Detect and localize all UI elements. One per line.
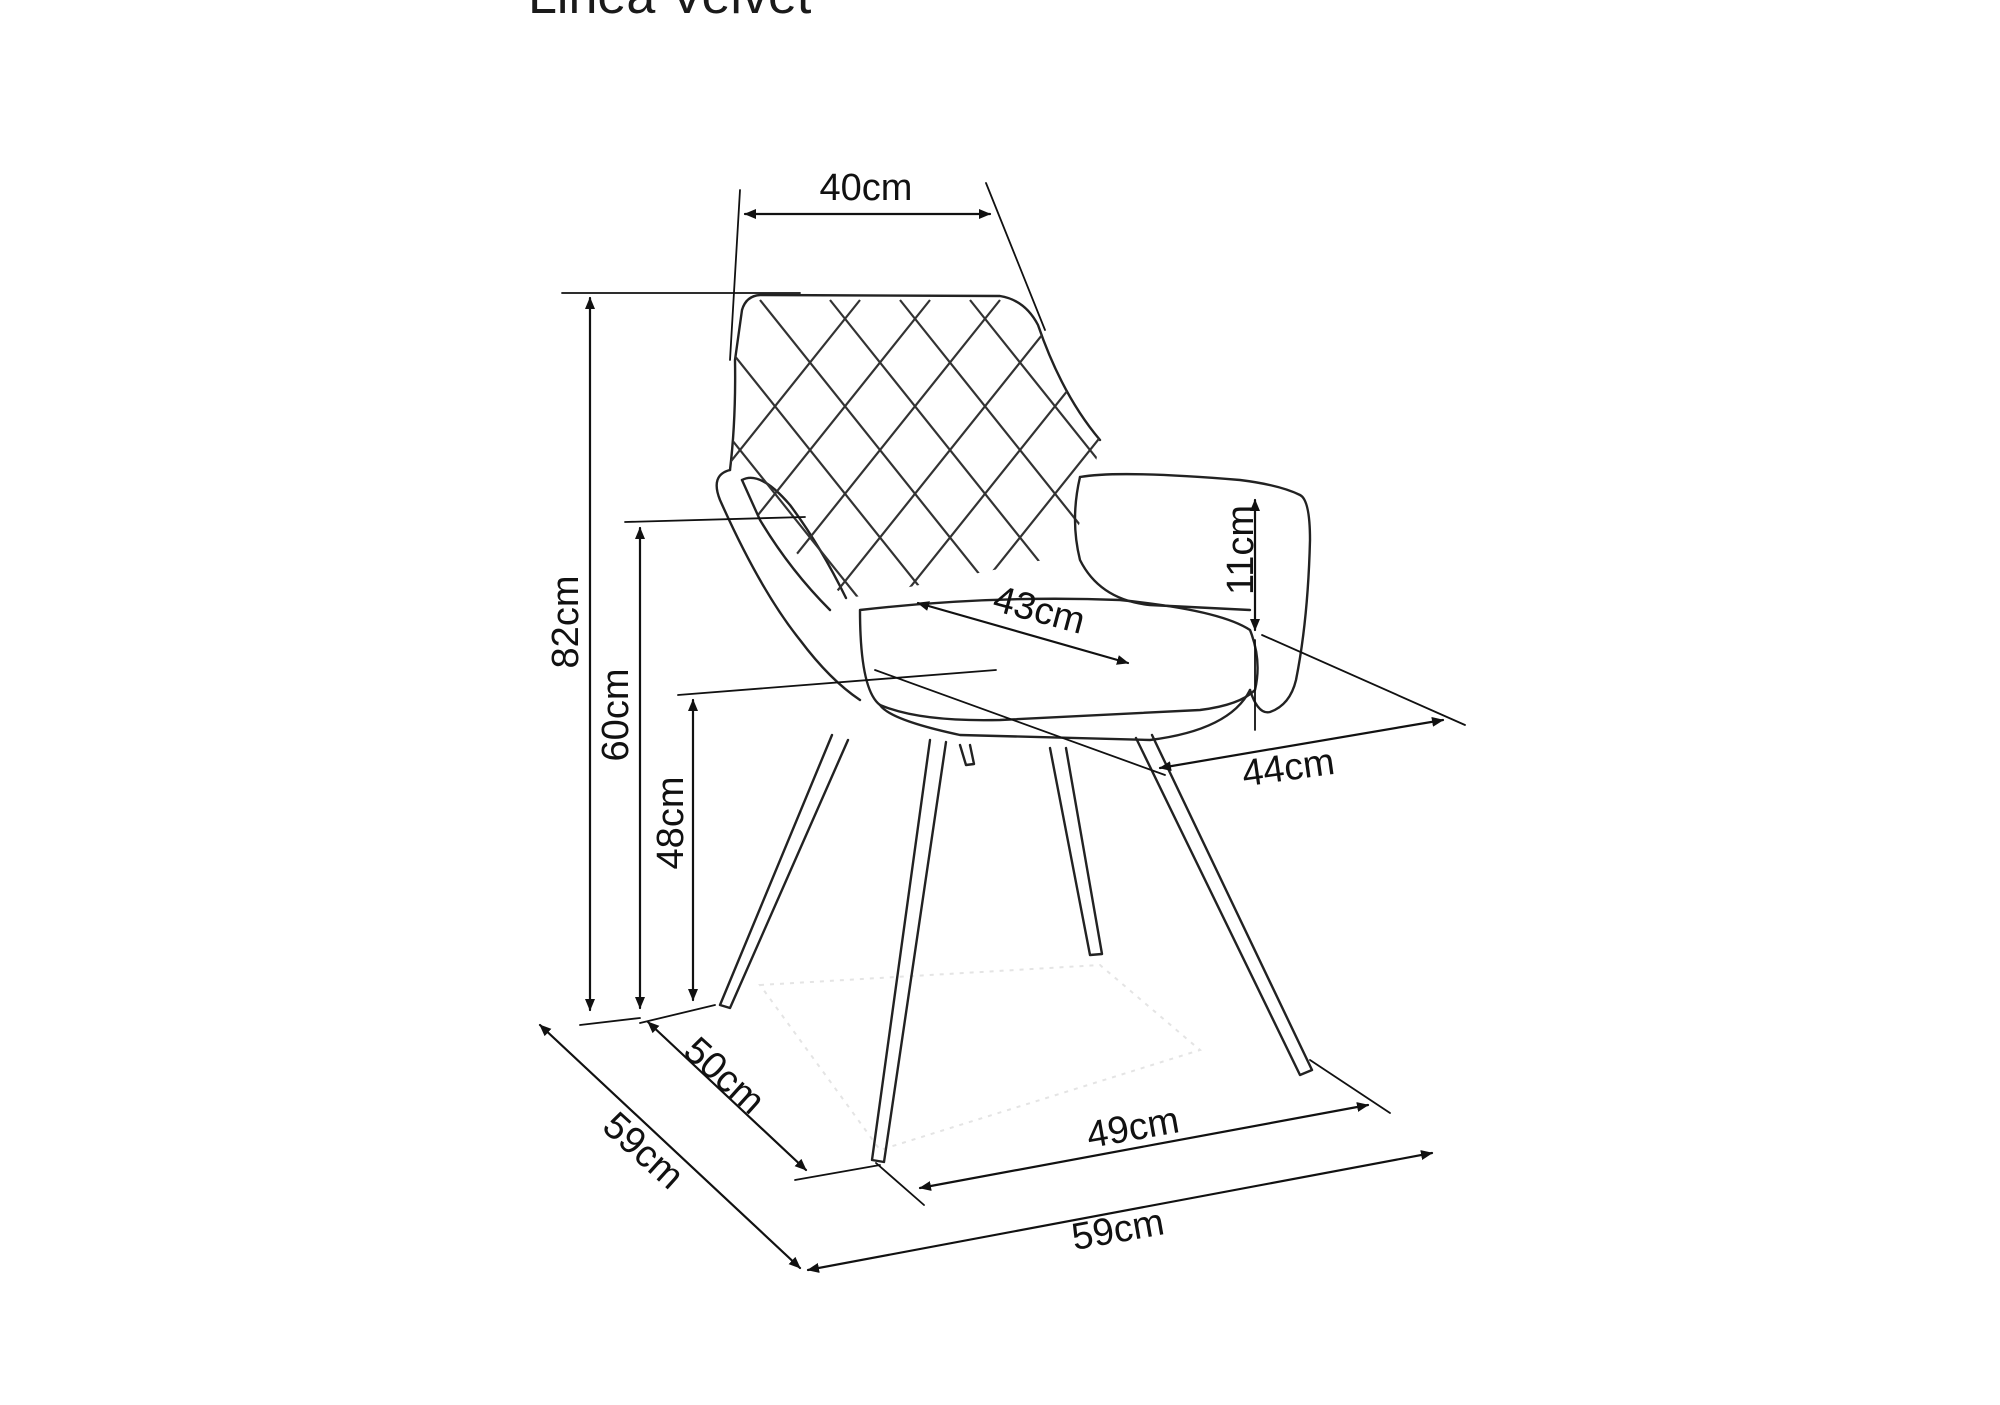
- dim-label-total-height: 82cm: [545, 576, 587, 669]
- dim-label-leg-width: 49cm: [1084, 1099, 1183, 1156]
- dim-label-seat-width: 44cm: [1239, 741, 1337, 796]
- dim-label-seat-height: 48cm: [650, 777, 692, 870]
- dimension-lines: [538, 182, 1466, 1273]
- quilted-pattern: [730, 299, 1100, 598]
- dim-label-total-depth: 59cm: [594, 1104, 691, 1197]
- dim-label-top-width: 40cm: [820, 167, 913, 209]
- dim-label-total-width: 59cm: [1069, 1201, 1168, 1258]
- dim-label-leg-depth: 50cm: [675, 1029, 772, 1122]
- dimension-labels: 40cm 82cm 60cm 48cm 11cm 43cm 44cm 50cm …: [545, 167, 1337, 1259]
- dim-label-seat-depth: 43cm: [989, 578, 1090, 643]
- floor-footprint: [758, 963, 1203, 1152]
- dim-label-armrest-height: 60cm: [595, 669, 637, 762]
- dim-label-armrest-above-seat: 11cm: [1220, 505, 1262, 595]
- product-title: Linea Velvet: [528, 0, 811, 22]
